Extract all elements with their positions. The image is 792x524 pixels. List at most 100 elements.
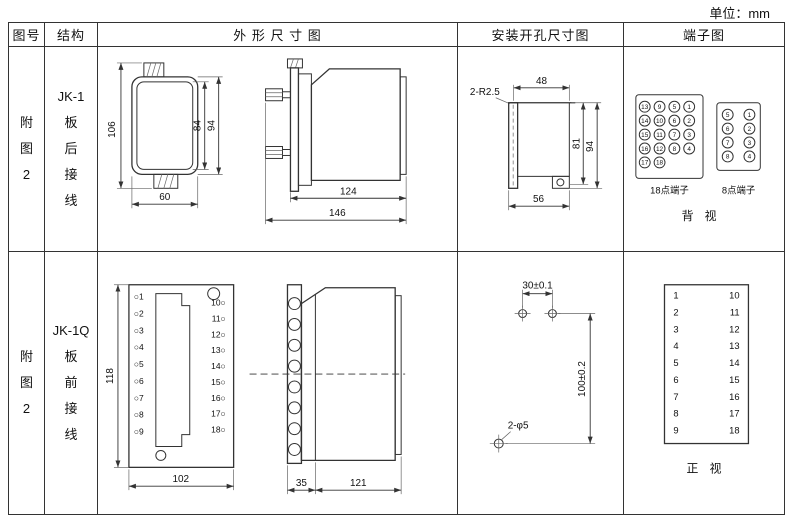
- contact-label: 10○: [211, 298, 226, 308]
- terminal-number: 3: [673, 323, 678, 334]
- terminal-block-18: 13 9 5 1 14 10 6 2 15 11 7 3 16 12 8 4 1…: [635, 94, 704, 179]
- terminal-number: 11: [656, 132, 663, 139]
- terminal-number: 6: [726, 126, 730, 133]
- contact-label: ○4: [134, 342, 144, 352]
- terminal-number: 3: [687, 132, 691, 139]
- dim-label-124: 124: [340, 186, 357, 197]
- contact-label: ○5: [134, 359, 144, 369]
- terminal-number: 8: [673, 408, 678, 419]
- header-terminal: 端子图: [624, 23, 784, 47]
- terminal-number: 6: [673, 374, 678, 385]
- contact-column-right: 10○ 11○ 12○ 13○ 14○ 15○ 16○ 17○ 18○: [211, 298, 226, 435]
- dim-label-60: 60: [159, 192, 171, 203]
- dim-label-30: 30±0.1: [522, 281, 553, 292]
- contact-label: 17○: [211, 409, 226, 419]
- terminal-number: 10: [656, 118, 664, 125]
- row2-mounting-cell: 30±0.1 100±0.2 2-φ5: [458, 252, 624, 514]
- terminal-number: 7: [673, 391, 678, 402]
- row1-terminal-cell: 13 9 5 1 14 10 6 2 15 11 7 3 16 12 8 4 1…: [624, 47, 784, 252]
- mounting-drawing-front-wiring: 30±0.1 100±0.2 2-φ5: [489, 281, 596, 453]
- terminal-number: 2: [673, 306, 678, 317]
- unit-label: 单位：mm: [709, 6, 770, 21]
- terminal-number: 14: [729, 357, 739, 368]
- outline-drawing-front-wiring: ○1 ○2 ○3 ○4 ○5 ○6 ○7 ○8 ○9 10○ 11○ 12○ 1…: [105, 284, 406, 495]
- terminal-diagram-front-view: 1 2 3 4 5 6 7 8 9 10 11 12 13 14 15 16 1…: [663, 284, 750, 475]
- drill-holes: [489, 305, 561, 453]
- connector-outline: [155, 293, 191, 448]
- case-end-cap: [394, 295, 402, 455]
- dim-label-121: 121: [350, 478, 367, 489]
- terminal-number: 12: [656, 146, 664, 153]
- terminal-board: [663, 284, 750, 445]
- header-figure-no: 图号: [9, 23, 45, 47]
- dim-label-146: 146: [329, 208, 346, 219]
- terminal-number: 17: [729, 408, 739, 419]
- side-view: [265, 58, 407, 192]
- terminal-18-label: 18点端子: [650, 184, 689, 195]
- terminal-foot: [551, 175, 570, 189]
- contact-label: ○2: [134, 309, 144, 319]
- panel-flange: [289, 67, 300, 192]
- terminal-number: 17: [641, 160, 649, 167]
- terminal-number: 10: [729, 290, 739, 301]
- contact-label: ○3: [134, 325, 144, 335]
- contact-column-left: ○1 ○2 ○3 ○4 ○5 ○6 ○7 ○8 ○9: [134, 292, 144, 437]
- front-view-label: 正 视: [687, 461, 726, 475]
- terminal-number: 2: [748, 126, 752, 133]
- contact-label: 15○: [211, 377, 226, 387]
- case-end-cap: [399, 76, 407, 175]
- contact-label: 12○: [211, 329, 226, 339]
- panel-plate: [508, 102, 519, 189]
- outline-drawing-rear-wiring: 106 84 94 60: [107, 58, 407, 225]
- terminal-number: 13: [641, 104, 649, 111]
- dim-label-100: 100±0.2: [577, 361, 588, 397]
- mounting-screw-top: [265, 88, 291, 102]
- row2-outline-cell: ○1 ○2 ○3 ○4 ○5 ○6 ○7 ○8 ○9 10○ 11○ 12○ 1…: [98, 252, 458, 514]
- hole-dimensions: 30±0.1 100±0.2 2-φ5: [501, 281, 596, 444]
- front-view-dimensions: 118 102: [105, 284, 234, 491]
- terminal-number: 4: [748, 154, 752, 161]
- dim-label-84: 84: [193, 120, 204, 132]
- dim-label-81: 81: [571, 138, 582, 150]
- terminal-number: 18: [729, 425, 739, 436]
- dimension-table: 图号 结构 外 形 尺 寸 图 安装开孔尺寸图 端子图 附 图 2 JK-1 板…: [8, 22, 785, 515]
- terminal-number: 4: [673, 340, 678, 351]
- terminal-number: 18: [656, 160, 664, 167]
- dim-label-2-r2.5: 2-R2.5: [470, 87, 500, 98]
- row2-terminal-cell: 1 2 3 4 5 6 7 8 9 10 11 12 13 14 15 16 1…: [624, 252, 784, 514]
- dim-label-2-d5: 2-φ5: [508, 421, 529, 432]
- contact-label: ○1: [134, 292, 144, 302]
- contact-label: 11○: [212, 313, 226, 323]
- terminal-column-left: 1 2 3 4 5 6 7 8 9: [673, 290, 678, 436]
- terminal-number: 9: [658, 104, 662, 111]
- front-view-dimensions: 106 84 94 60: [107, 62, 223, 209]
- side-view-dimensions: 35 121: [287, 456, 402, 495]
- header-outline: 外 形 尺 寸 图: [98, 23, 458, 47]
- row2-figure-no: 附 图 2: [9, 252, 45, 514]
- rear-view-label: 背 视: [682, 209, 721, 223]
- terminal-block-8: 5 1 6 2 7 3 8 4: [716, 102, 761, 171]
- bottom-hole: [155, 449, 167, 461]
- dim-label-94: 94: [207, 120, 218, 132]
- case-inner: [136, 81, 194, 170]
- header-structure: 结构: [45, 23, 98, 47]
- terminal-number: 5: [673, 104, 677, 111]
- terminal-number: 14: [641, 118, 649, 125]
- terminal-number: 13: [729, 340, 739, 351]
- row2-structure: JK-1Q 板 前 接 线: [45, 252, 98, 514]
- case-front-section: [297, 73, 312, 186]
- terminal-number: 16: [641, 146, 649, 153]
- row1-structure: JK-1 板 后 接 线: [45, 47, 98, 252]
- contact-label: ○7: [134, 393, 144, 403]
- bottom-mounting-tab: [153, 173, 179, 189]
- terminal-number: 4: [687, 146, 691, 153]
- contact-label: ○6: [134, 376, 144, 386]
- row1-mounting-cell: 2-R2.5 48 81 94: [458, 47, 624, 252]
- terminal-number: 8: [673, 146, 677, 153]
- contact-label: ○9: [134, 427, 144, 437]
- terminal-number: 7: [726, 140, 730, 147]
- base-plate: [128, 284, 235, 469]
- terminal-number: 11: [730, 306, 740, 317]
- terminal-number: 7: [673, 132, 677, 139]
- side-view-dimensions: 124 146: [265, 102, 407, 225]
